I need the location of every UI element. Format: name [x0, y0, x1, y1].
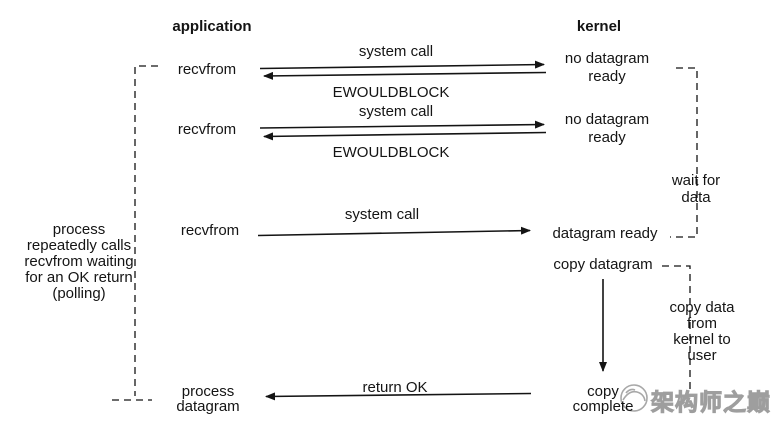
- system-call-label-2: system call: [358, 103, 434, 120]
- process-datagram-label: process datagram: [176, 383, 240, 415]
- arrow-system-call-1: [259, 60, 545, 70]
- dashed-bracket-copy-data: [662, 265, 691, 392]
- arrow-system-call-2: [259, 120, 545, 129]
- arrow-return-ok: [265, 392, 532, 401]
- application-header: application: [172, 18, 252, 35]
- system-call-label-1: system call: [358, 43, 434, 60]
- arrow-ewouldblock-return-1: [263, 71, 547, 80]
- no-datagram-ready-1: no datagram ready: [564, 50, 650, 85]
- copy-kernel-to-user-note: copy data from kernel to user: [669, 299, 735, 364]
- ewouldblock-label-1: EWOULDBLOCK: [332, 84, 450, 101]
- no-datagram-ready-2: no datagram ready: [564, 111, 650, 146]
- datagram-ready-label: datagram ready: [552, 225, 658, 242]
- copy-datagram-label: copy datagram: [553, 256, 653, 273]
- ewouldblock-label-2: EWOULDBLOCK: [332, 144, 450, 161]
- wait-for-data-note: wait for data: [671, 172, 721, 206]
- arrow-system-call-3: [257, 226, 531, 237]
- arrow-ewouldblock-return-2: [263, 131, 547, 141]
- return-ok-label: return OK: [362, 379, 428, 396]
- recvfrom-call-3: recvfrom: [180, 222, 240, 239]
- recvfrom-call-1: recvfrom: [177, 61, 237, 78]
- kernel-header: kernel: [576, 18, 622, 35]
- dashed-bracket-wait-for-data: [670, 67, 698, 238]
- copy-complete-label: copy complete: [572, 383, 634, 415]
- recvfrom-call-2: recvfrom: [177, 121, 237, 138]
- watermark-text: 架构师之巅: [651, 389, 771, 416]
- polling-note: process repeatedly calls recvfrom waitin…: [24, 221, 134, 302]
- watermark-logo-icon: [620, 384, 648, 412]
- dashed-bracket-polling: [134, 65, 158, 396]
- system-call-label-3: system call: [344, 206, 420, 223]
